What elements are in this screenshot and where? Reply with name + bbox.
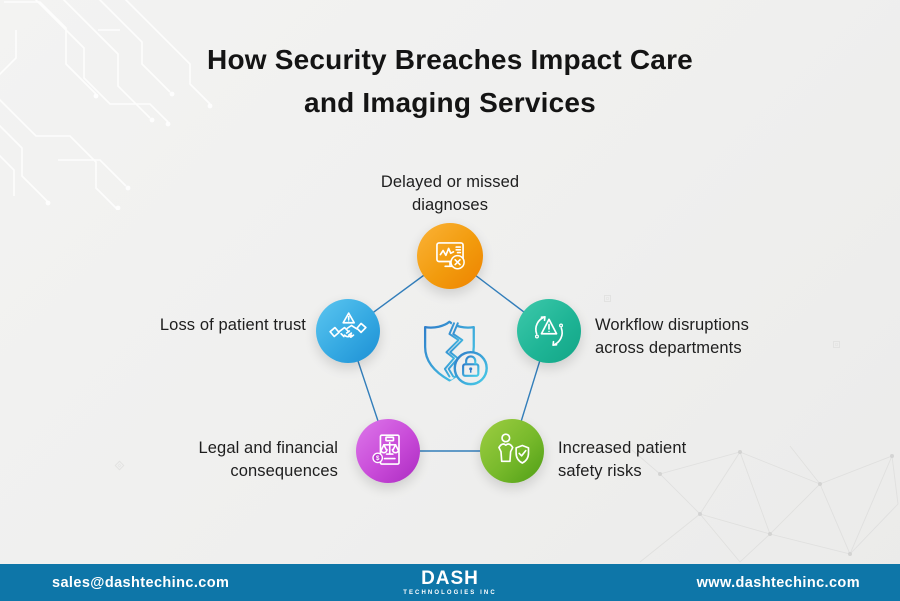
- svg-text:$: $: [376, 455, 380, 462]
- legal-scales-icon: $: [372, 434, 400, 465]
- node-workflow-disruptions: [517, 299, 581, 363]
- label-legal-financial: Legal and financial consequences: [198, 439, 338, 480]
- workflow-warning-icon: [534, 316, 564, 346]
- square-decoration: [833, 341, 840, 348]
- node-patient-safety-risks: [480, 419, 544, 483]
- node-delayed-diagnoses: [417, 223, 483, 289]
- node-loss-of-trust: [316, 299, 380, 363]
- title-line-2: and Imaging Services: [304, 87, 596, 118]
- patient-shield-icon: [498, 433, 530, 464]
- dash-logo-text: DASH: [421, 568, 479, 589]
- dash-logo: DASH TECHNOLOGIES INC: [403, 569, 497, 596]
- footer-website[interactable]: www.dashtechinc.com: [696, 574, 860, 591]
- handshake-warning-icon: [329, 312, 367, 339]
- square-decoration: [604, 295, 611, 302]
- footer-email[interactable]: sales@dashtechinc.com: [52, 574, 230, 591]
- label-loss-of-trust: Loss of patient trust: [159, 316, 306, 334]
- node-legal-financial: $: [356, 419, 420, 483]
- footer-bar: sales@dashtechinc.com DASH TECHNOLOGIES …: [0, 564, 900, 601]
- page-title: How Security Breaches Impact Care and Im…: [160, 38, 740, 124]
- monitor-error-icon: [436, 242, 465, 270]
- label-workflow-disruptions: Workflow disruptions across departments: [595, 316, 749, 357]
- label-delayed-diagnoses: Delayed or missed diagnoses: [380, 173, 520, 214]
- title-line-1: How Security Breaches Impact Care: [207, 44, 693, 75]
- label-patient-safety-risks: Increased patient safety risks: [558, 439, 687, 480]
- broken-shield-lock-icon: [423, 319, 488, 386]
- dash-logo-subtext: TECHNOLOGIES INC: [403, 590, 497, 596]
